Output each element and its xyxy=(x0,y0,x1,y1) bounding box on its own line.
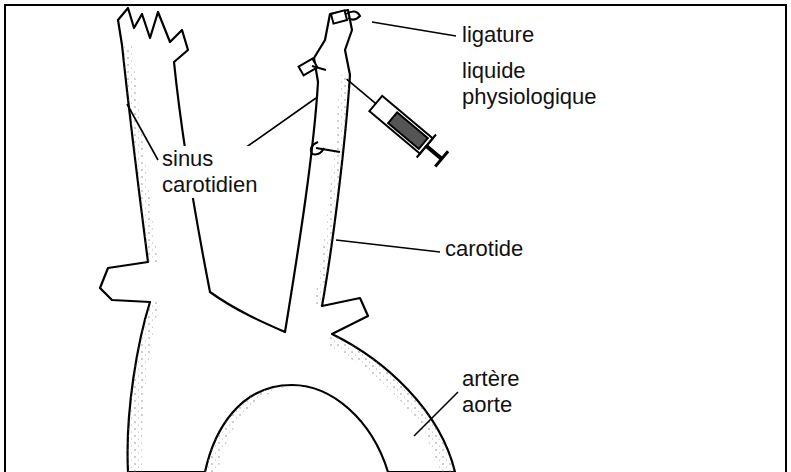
shading xyxy=(205,385,292,472)
shading xyxy=(122,45,158,262)
part-label: artère aorte xyxy=(460,366,556,418)
leader-lines xyxy=(127,22,458,436)
shading xyxy=(314,75,350,306)
shading xyxy=(326,334,455,472)
part-label: ligature xyxy=(460,22,664,48)
aorta-carotid-vessels xyxy=(100,8,455,472)
part-label: carotide xyxy=(443,236,647,262)
syringe xyxy=(337,68,451,171)
frame-border xyxy=(5,5,786,472)
part-label: liquide physiologique xyxy=(460,58,639,110)
shading xyxy=(128,302,160,472)
part-label: sinus carotidien xyxy=(160,146,282,198)
